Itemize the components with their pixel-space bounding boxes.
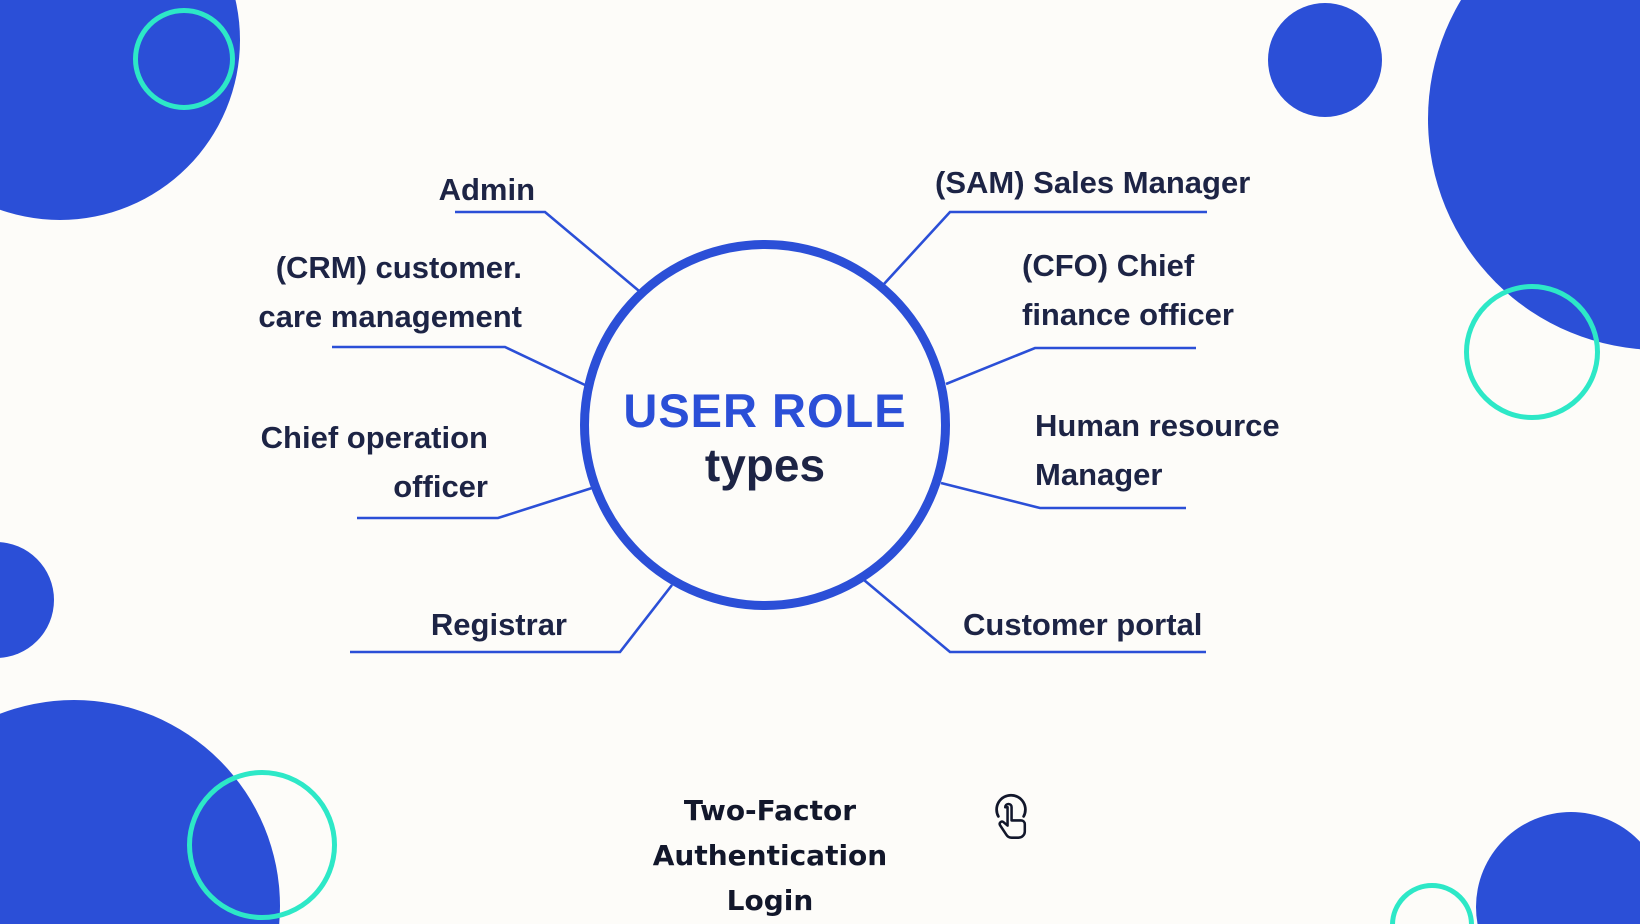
decor-circle-left-middle: [0, 542, 54, 658]
role-label-cfo: (CFO) Chief finance officer: [1022, 248, 1234, 332]
footer-two-factor-login-label: Two-Factor Authentication Login: [652, 794, 888, 917]
role-label-chief-operation: Chief operation officer: [260, 420, 488, 504]
decor-circle-top-right-small: [1268, 3, 1382, 117]
decor-ring-bottom-left: [187, 770, 337, 920]
tap-gesture-icon: [995, 793, 1027, 839]
role-label-sales-manager: (SAM) Sales Manager: [935, 165, 1251, 200]
decor-ring-top-left: [133, 8, 235, 110]
decor-ring-bottom-right: [1390, 883, 1474, 924]
diagram-subtitle: types: [704, 438, 826, 491]
decor-circle-bottom-right: [1476, 812, 1640, 924]
role-label-admin: Admin: [438, 172, 535, 207]
role-label-hr-manager: Human resource Manager: [1035, 408, 1280, 492]
role-label-registrar: Registrar: [430, 607, 567, 642]
diagram-title: USER ROLE: [623, 383, 907, 437]
center-circle: USER ROLE types: [580, 240, 950, 610]
connector-cfo: [945, 346, 1196, 386]
decor-ring-right: [1464, 284, 1600, 420]
role-label-customer-portal: Customer portal: [963, 607, 1203, 642]
role-label-crm: (CRM) customer. care management: [258, 250, 522, 334]
connector-crm: [332, 345, 586, 387]
